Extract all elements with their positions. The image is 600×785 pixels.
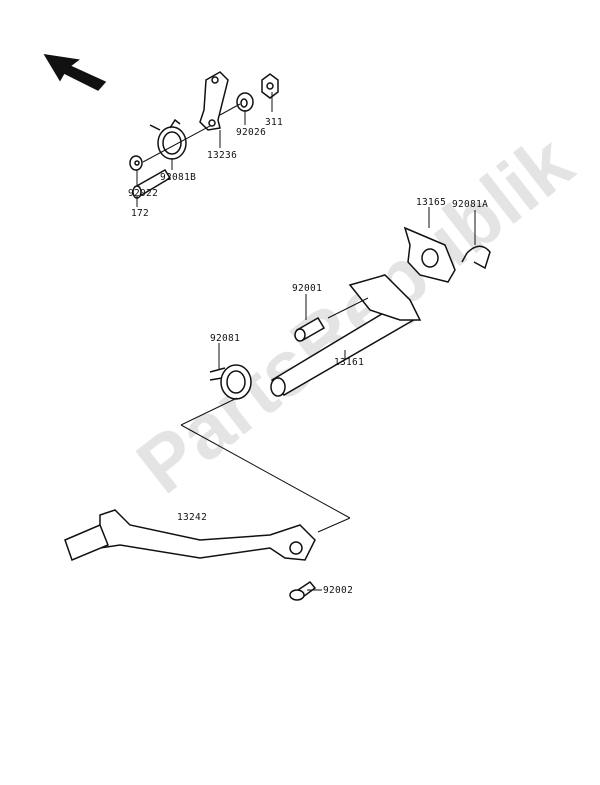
part-92081A bbox=[461, 245, 491, 270]
part-92026 bbox=[236, 92, 254, 112]
label-92001: 92001 bbox=[292, 283, 323, 294]
label-13236: 13236 bbox=[207, 150, 238, 161]
label-92081: 92081 bbox=[210, 333, 241, 344]
direction-arrow-icon bbox=[43, 54, 107, 91]
part-172 bbox=[132, 168, 172, 199]
label-311: 311 bbox=[265, 117, 284, 128]
label-92026: 92026 bbox=[236, 127, 267, 138]
label-13165: 13165 bbox=[416, 197, 447, 208]
label-92022: 92022 bbox=[128, 188, 159, 199]
part-92081B bbox=[149, 118, 187, 160]
label-13161: 13161 bbox=[334, 357, 365, 368]
label-92081B: 92081B bbox=[160, 172, 197, 183]
part-92001 bbox=[294, 316, 326, 342]
part-13165 bbox=[403, 226, 456, 283]
part-13242 bbox=[64, 509, 316, 561]
label-13242: 13242 bbox=[177, 512, 208, 523]
part-311 bbox=[261, 73, 279, 99]
part-92002 bbox=[289, 581, 317, 601]
label-92081A: 92081A bbox=[452, 199, 489, 210]
label-92002: 92002 bbox=[323, 585, 354, 596]
label-172: 172 bbox=[131, 208, 150, 219]
part-92081 bbox=[209, 364, 252, 400]
part-13161 bbox=[270, 274, 422, 397]
part-92022 bbox=[129, 155, 143, 171]
part-13236 bbox=[199, 71, 229, 131]
